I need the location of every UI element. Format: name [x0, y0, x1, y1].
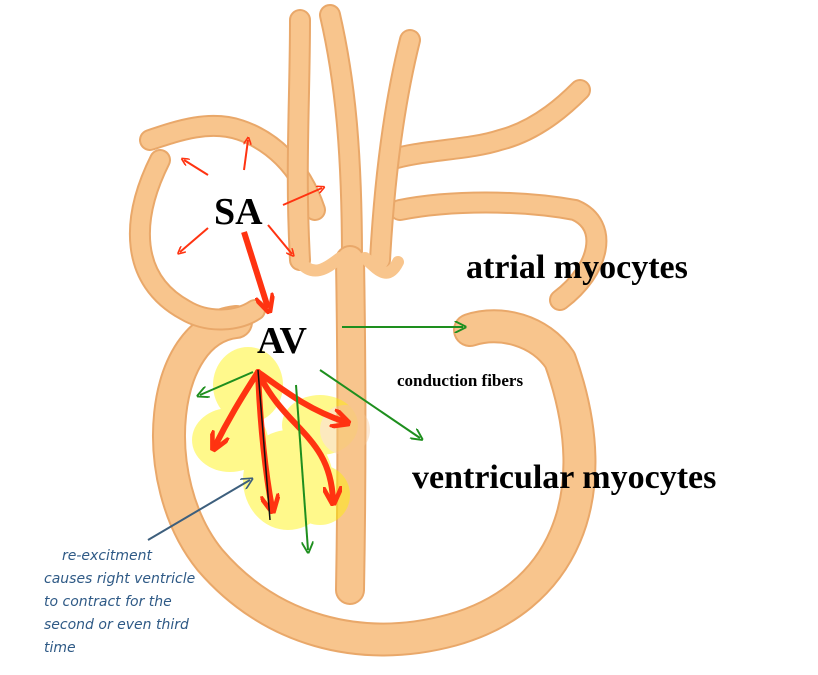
valve-left — [294, 252, 346, 277]
handwritten-note: re-excitment causes right ventricle to c… — [44, 548, 195, 656]
note-line-1: re-excitment — [62, 548, 153, 564]
sa-to-av-arrow — [241, 231, 268, 308]
black-fiber-line — [257, 369, 271, 521]
note-pointer-arrow — [147, 480, 250, 541]
fanout-arrow-1 — [215, 369, 261, 446]
sa-node-label: SA — [214, 191, 263, 233]
conduction-fiber-arrows — [200, 327, 463, 550]
sa-impulse-arrows — [180, 140, 322, 254]
green-arrow-ventricular — [319, 369, 420, 438]
note-line-5: time — [44, 640, 76, 656]
sa-arrow-up-left — [184, 160, 209, 176]
fanout-arrow-3 — [255, 369, 345, 422]
green-arrow-left — [200, 371, 254, 395]
av-node-label: AV — [257, 320, 308, 362]
note-line-4: second or even third — [44, 617, 189, 633]
valve-right — [359, 252, 404, 279]
ventricular-myocytes-label: ventricular myocytes — [412, 459, 716, 496]
atrial-myocytes-label: atrial myocytes — [466, 249, 688, 286]
sa-arrow-up — [243, 140, 248, 171]
fanout-arrow-4 — [255, 369, 333, 500]
note-line-2: causes right ventricle — [44, 571, 195, 587]
sa-arrow-right — [282, 188, 322, 206]
conduction-fibers-label: conduction fibers — [397, 371, 523, 390]
note-line-3: to contract for the — [44, 594, 172, 610]
sa-arrow-down-left — [180, 227, 209, 252]
sa-arrow-down-right — [267, 224, 292, 254]
green-arrow-down — [295, 384, 308, 550]
